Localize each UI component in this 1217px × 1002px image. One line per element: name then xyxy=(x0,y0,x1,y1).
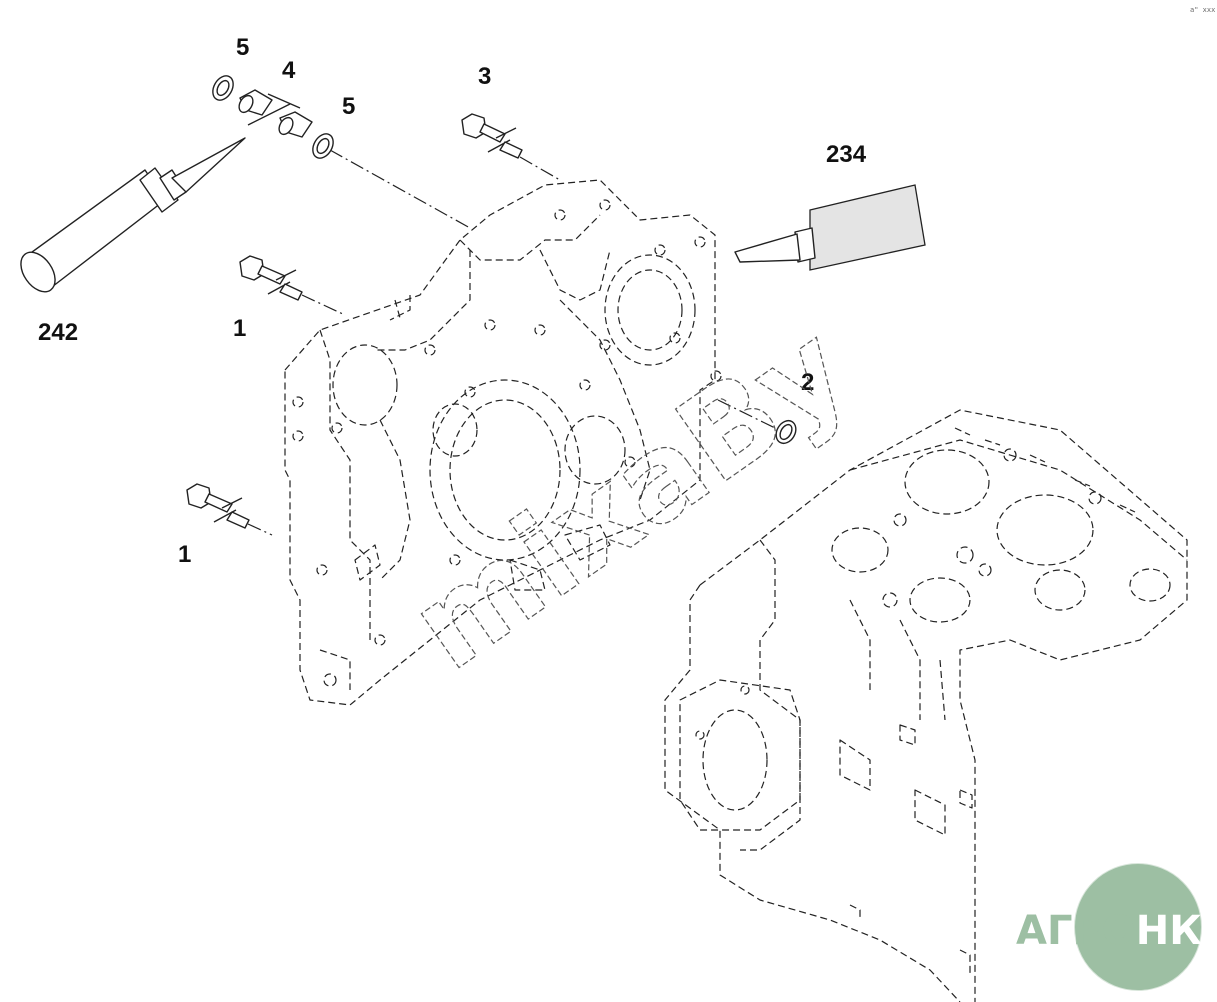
callout-2: 2 xyxy=(801,369,814,396)
o-ring-5-upper xyxy=(212,75,234,101)
bolt-1-lower xyxy=(186,483,250,529)
front-cover xyxy=(284,179,722,706)
sleeve-4 xyxy=(238,89,313,138)
callout-242: 242 xyxy=(38,319,78,346)
assembly-axes xyxy=(247,149,776,536)
o-ring-5-lower xyxy=(312,133,334,159)
callout-5-lower: 5 xyxy=(342,93,355,120)
bolt-3 xyxy=(461,113,523,159)
sealant-tube-234 xyxy=(734,184,926,271)
callout-234: 234 xyxy=(826,141,867,168)
callout-3: 3 xyxy=(478,63,491,90)
callout-1-upper: 1 xyxy=(233,315,246,342)
callout-4: 4 xyxy=(282,57,296,84)
brand-watermark-text: АГРОНКА xyxy=(1016,908,1217,954)
sealant-tube-242 xyxy=(20,137,246,293)
callout-1-lower: 1 xyxy=(178,541,191,568)
engine-block xyxy=(664,409,1188,1002)
callout-labels: 5 4 5 3 234 242 1 2 1 xyxy=(38,34,867,568)
bolt-1-upper xyxy=(239,255,303,301)
callout-5-upper: 5 xyxy=(236,34,249,61)
seal-ring-2 xyxy=(775,419,797,445)
brand-watermark: АГРОНКА xyxy=(1016,862,1217,992)
corner-mark: a" xxx xyxy=(1190,6,1215,14)
logo-mark xyxy=(354,544,381,581)
